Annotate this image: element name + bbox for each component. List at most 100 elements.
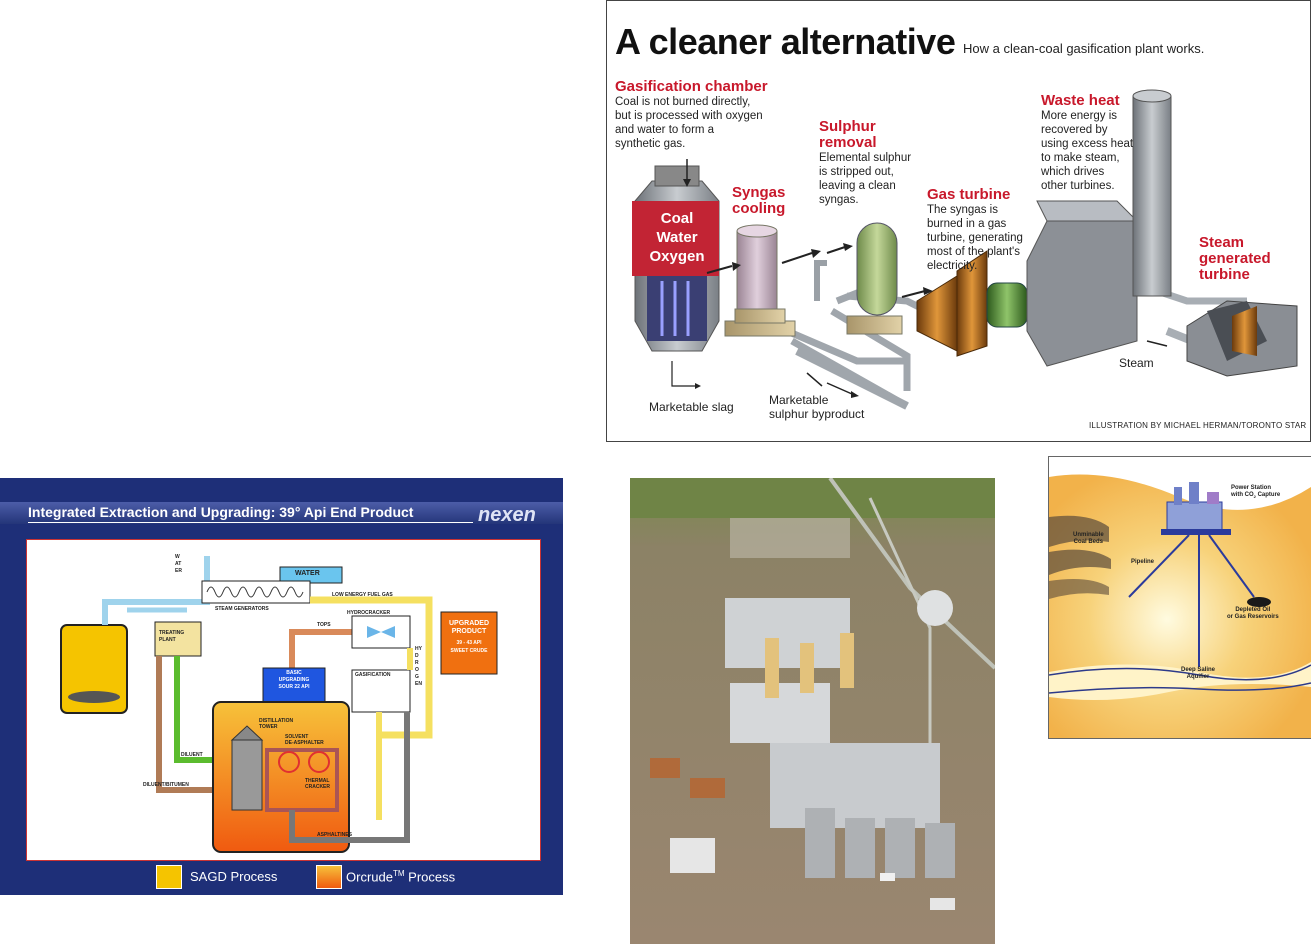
solvent-line-2: DE-ASPHALTER bbox=[285, 740, 324, 746]
sulphur-heading-1: Sulphur bbox=[819, 118, 876, 135]
waste-heat-callout: Waste heat More energy is recovered by u… bbox=[1041, 93, 1133, 193]
gasification-heading: Gasification chamber bbox=[615, 78, 768, 95]
clean-coal-infographic: A cleaner alternative How a clean-coal g… bbox=[606, 0, 1311, 442]
upgraded-line-2: PRODUCT bbox=[451, 628, 487, 635]
coal-beds-line-1: Unminable bbox=[1073, 532, 1104, 538]
gas-turbine-heading: Gas turbine bbox=[927, 186, 1011, 203]
legend-swatch-sagd bbox=[156, 865, 182, 889]
distillation-label: DISTILLATION TOWER bbox=[259, 718, 293, 730]
process-flow-svg bbox=[60, 556, 498, 853]
gas-turbine-line-1: The syngas is bbox=[927, 204, 998, 216]
gasification-chamber-callout: Gasification chamber Coal is not burned … bbox=[615, 79, 768, 151]
waste-heat-heading: Waste heat bbox=[1041, 92, 1120, 109]
power-station-line-1: Power Station bbox=[1231, 485, 1272, 491]
nexen-logo: nexen bbox=[478, 504, 536, 526]
thermal-line-2: CRACKER bbox=[305, 784, 330, 790]
sulphur-line-1: Elemental sulphur bbox=[819, 152, 912, 164]
upgraded-sub-1: 39 - 43 API bbox=[456, 640, 482, 646]
sulphur-line-3: leaving a clean bbox=[819, 180, 896, 192]
pipeline-label: Pipeline bbox=[1131, 559, 1155, 565]
infographic-subtitle: How a clean-coal gasification plant work… bbox=[963, 41, 1205, 56]
slide-title: Integrated Extraction and Upgrading: 39°… bbox=[28, 504, 414, 520]
tops-label: TOPS bbox=[317, 622, 331, 628]
chamber-word-water: Water bbox=[656, 229, 698, 246]
gas-turbine-callout: Gas turbine The syngas is burned in a ga… bbox=[927, 187, 1023, 273]
aerial-facility-photo bbox=[630, 478, 995, 944]
gas-turbine-line-2: burned in a gas bbox=[927, 218, 1007, 230]
basic-line-2: UPGRADING bbox=[278, 677, 310, 683]
coal-beds-line-2: Coal Beds bbox=[1073, 539, 1103, 545]
depleted-line-1: Depleted Oil bbox=[1235, 607, 1271, 613]
gasification-line-3: and water to form a bbox=[615, 124, 715, 136]
steam-turbine-callout: Steam generated turbine bbox=[1199, 235, 1271, 283]
sulphur-byproduct-label: Marketable sulphur byproduct bbox=[769, 393, 864, 421]
gas-turbine-line-5: electricity. bbox=[927, 260, 978, 272]
thermal-line-1: THERMAL bbox=[305, 778, 330, 784]
co2-storage-diagram: Power Station with CO2 Capture Unminable… bbox=[1048, 456, 1311, 739]
saline-line-1: Deep Saline bbox=[1181, 667, 1216, 673]
gas-turbine-line-4: most of the plant's bbox=[927, 246, 1020, 258]
depleted-line-2: or Gas Reservoirs bbox=[1227, 614, 1279, 620]
diluent-label: DILUENT bbox=[181, 752, 203, 758]
gasification-line-1: Coal is not burned directly, bbox=[615, 96, 751, 108]
basic-line-1: BASIC bbox=[286, 670, 302, 676]
legend-label-orcrude: OrcrudeTM Process bbox=[346, 869, 455, 884]
title-underline bbox=[28, 522, 473, 523]
syngas-heading-1: Syngas bbox=[732, 184, 786, 201]
sulphur-heading-2: removal bbox=[819, 134, 877, 151]
co2-storage-svg bbox=[1049, 457, 1311, 738]
sulphur-removal-callout: Sulphur removal Elemental sulphur is str… bbox=[819, 119, 911, 207]
steam-turbine-heading-3: turbine bbox=[1199, 266, 1250, 283]
upgraded-line-1: UPGRADED bbox=[448, 620, 490, 627]
gas-turbine-line-3: turbine, generating bbox=[927, 232, 1023, 244]
waste-heat-line-1: More energy is bbox=[1041, 110, 1118, 122]
waste-heat-line-3: using excess heat bbox=[1041, 138, 1134, 150]
coal-beds-label: Unminable Coal Beds bbox=[1073, 532, 1104, 546]
saline-line-2: Aquifier bbox=[1186, 674, 1210, 680]
legend-label-sagd: SAGD Process bbox=[190, 869, 278, 884]
gasification-plant-illustration bbox=[632, 89, 1298, 410]
sulphur-line-2: is stripped out, bbox=[819, 166, 894, 178]
gasification-label: GASIFICATION bbox=[355, 672, 391, 678]
hydrogen-label: HYDROGEN bbox=[415, 646, 422, 687]
diluent-bitumen-label: DILUENT/BITUMEN bbox=[143, 782, 189, 788]
fuel-gas-label: LOW ENERGY FUEL GAS bbox=[332, 592, 393, 598]
asphaltines-label: ASPHALTINES bbox=[317, 832, 352, 838]
treating-line-1: TREATING bbox=[159, 630, 185, 636]
steam-turbine-heading-2: generated bbox=[1199, 250, 1271, 267]
basic-upgrading-label: BASIC UPGRADING SOUR 22 API bbox=[265, 670, 323, 691]
process-diagram: WATER WATER STEAM GENERATORS LOW ENERGY … bbox=[26, 539, 541, 861]
steam-turbine-heading-1: Steam bbox=[1199, 234, 1245, 251]
slide-header-bar bbox=[0, 502, 563, 524]
nexen-process-slide: Integrated Extraction and Upgrading: 39°… bbox=[0, 478, 563, 895]
solvent-line-1: SOLVENT bbox=[285, 734, 309, 740]
orcrude-tm: TM bbox=[392, 869, 405, 878]
gasification-line-2: but is processed with oxygen bbox=[615, 110, 763, 122]
steam-generators-label: STEAM GENERATORS bbox=[215, 606, 269, 612]
waste-heat-line-6: other turbines. bbox=[1041, 180, 1115, 192]
slag-label: Marketable slag bbox=[649, 400, 734, 414]
solvent-label: SOLVENT DE-ASPHALTER bbox=[285, 734, 324, 746]
water-box-label: WATER bbox=[295, 570, 320, 577]
chamber-word-coal: Coal bbox=[660, 210, 694, 227]
waste-heat-line-5: which drives bbox=[1041, 166, 1105, 178]
byproduct-line-1: Marketable bbox=[769, 393, 829, 407]
distillation-line-1: DISTILLATION bbox=[259, 718, 294, 724]
steam-label: Steam bbox=[1119, 356, 1154, 370]
power-station-label: Power Station with CO2 Capture bbox=[1231, 485, 1280, 500]
orcrude-tail: Process bbox=[404, 869, 456, 885]
byproduct-line-2: sulphur byproduct bbox=[769, 407, 865, 421]
water-vertical-label: WATER bbox=[175, 554, 182, 574]
chamber-word-oxygen: Oxygen bbox=[649, 248, 705, 265]
gasifier-contents: Coal Water Oxygen bbox=[637, 209, 717, 266]
saline-aquifer-label: Deep Saline Aquifier bbox=[1181, 667, 1215, 681]
treating-line-2: PLANT bbox=[159, 637, 176, 643]
syngas-cooling-callout: Syngas cooling bbox=[732, 185, 785, 217]
legend-swatch-orcrude bbox=[316, 865, 342, 889]
hydrocracker-label: HYDROCRACKER bbox=[347, 610, 391, 616]
gasification-line-4: synthetic gas. bbox=[615, 138, 686, 150]
upgraded-sub-2: SWEET CRUDE bbox=[450, 648, 488, 654]
sulphur-line-4: syngas. bbox=[819, 194, 859, 206]
aerial-photo-rendering bbox=[630, 478, 995, 944]
thermal-label: THERMAL CRACKER bbox=[305, 778, 330, 790]
